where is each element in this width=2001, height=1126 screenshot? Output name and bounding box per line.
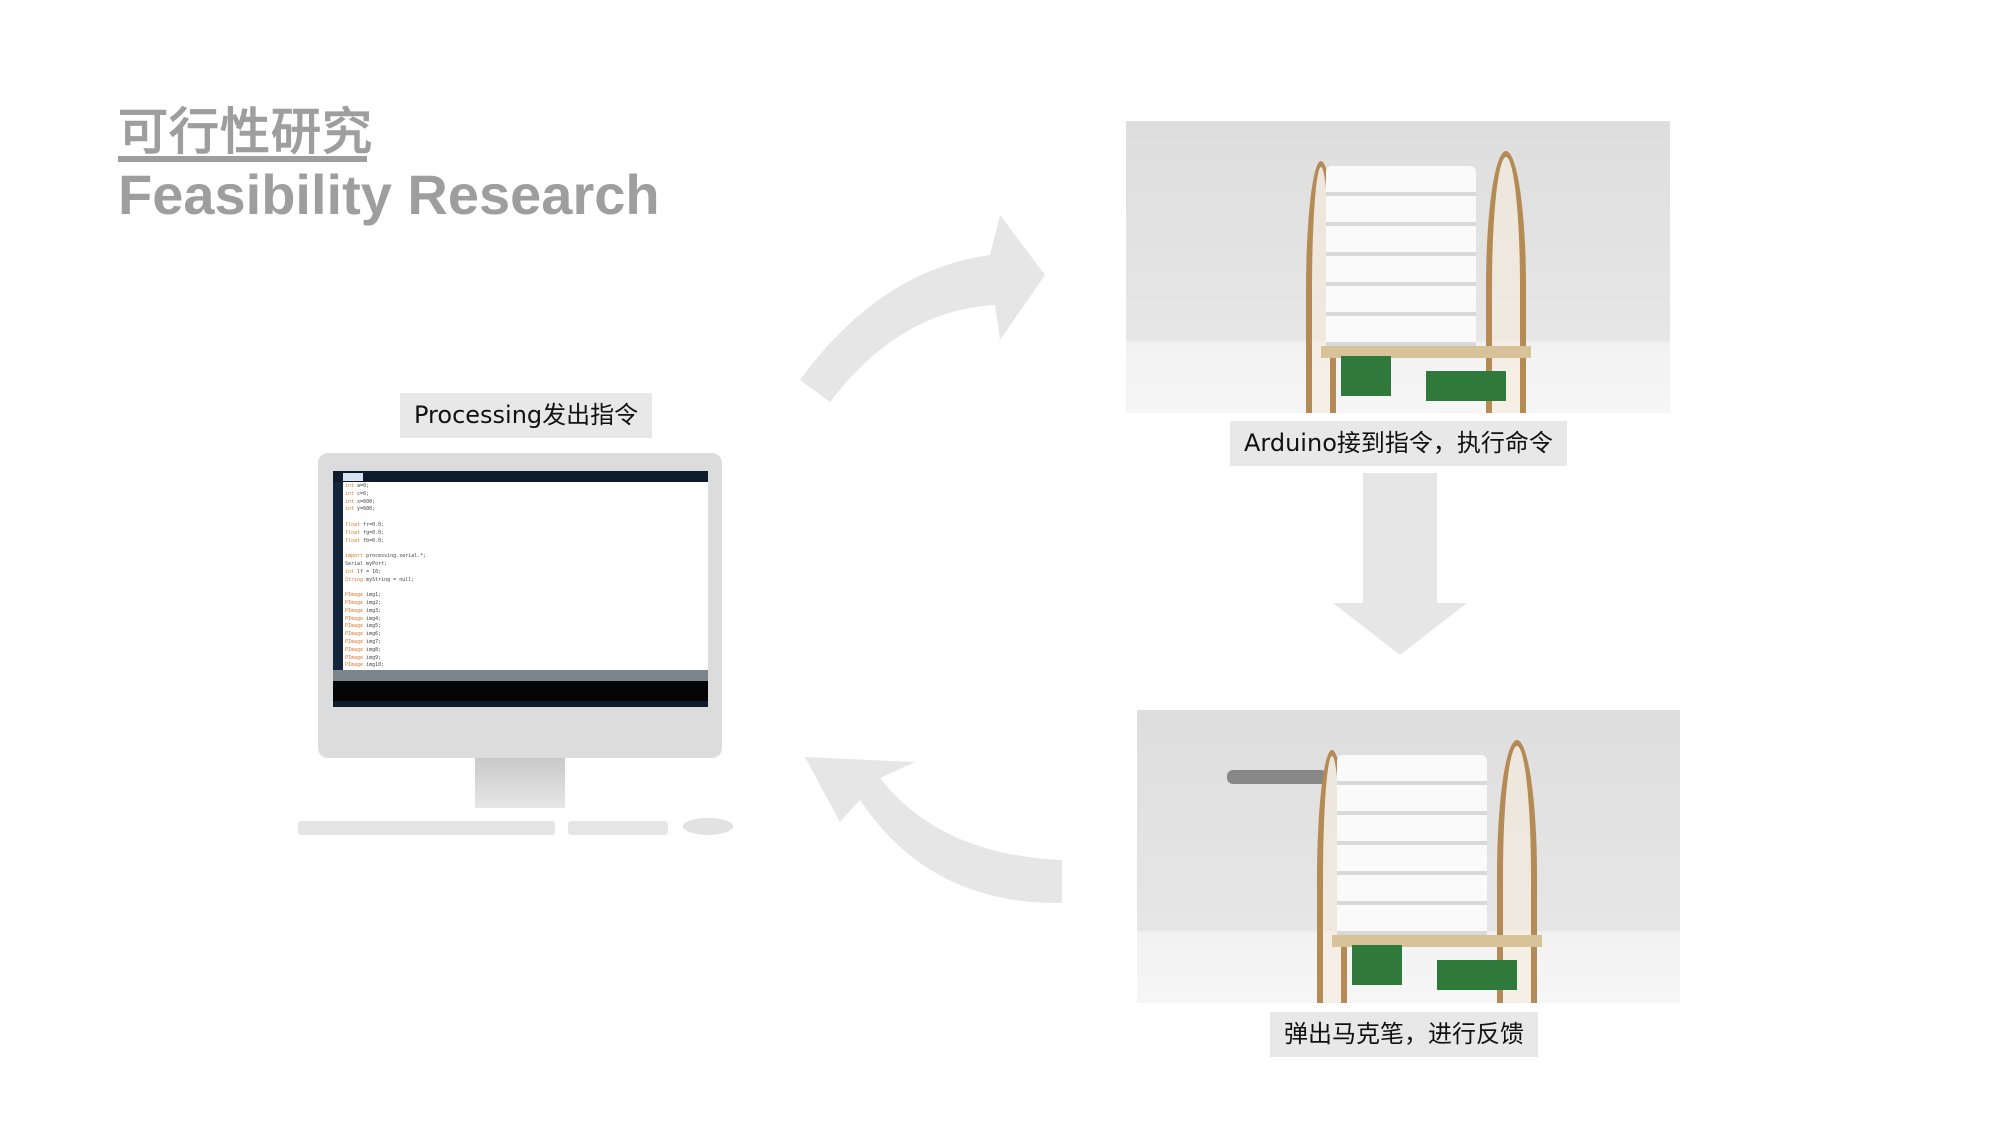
code-line: PImage img7; [345,639,708,647]
horizontal-scrollbar [333,670,708,681]
ejected-marker [1227,770,1327,784]
title-chinese: 可行性研究 [118,103,373,161]
code-keyword: PImage [345,607,364,614]
code-keyword: int [345,568,355,575]
code-text: img9; [366,654,382,661]
code-text: fb=0.0; [363,537,385,544]
processing-ide-screen: int a=0;int c=6;int x=600;int y=600; flo… [333,471,708,707]
code-text: c=6; [357,490,370,497]
code-line: int lf = 10; [345,569,708,577]
code-keyword: PImage [345,599,364,606]
code-keyword: PImage [345,615,364,622]
code-text: y=600; [357,506,376,513]
code-line: int c=6; [345,491,708,499]
code-text: img8; [366,646,382,653]
code-text: Serial myPort; [345,560,388,567]
monitor-stand [475,758,565,808]
code-line [345,545,708,553]
code-keyword: PImage [345,646,364,653]
code-line: int a=0; [345,483,708,491]
code-keyword: int [345,483,355,489]
code-line: PImage img8; [345,647,708,655]
code-line: float fg=0.0; [345,530,708,538]
code-keyword: int [345,498,355,505]
wooden-side-right [1486,151,1526,413]
code-line: PImage img2; [345,600,708,608]
code-line [345,584,708,592]
code-text: img7; [366,638,382,645]
code-text: img4; [366,615,382,622]
code-keyword: PImage [345,631,364,638]
code-keyword: String [345,576,364,583]
code-line: int y=600; [345,506,708,514]
photo-arduino-device [1126,121,1670,413]
circuit-board [1352,945,1402,985]
wooden-base [1332,935,1542,947]
code-keyword: PImage [345,662,364,669]
wooden-side-right [1497,740,1537,1003]
code-text: processing.serial.*; [366,553,427,560]
step-label-feedback: 弹出马克笔，进行反馈 [1270,1012,1538,1057]
line-gutter [333,482,343,670]
code-line: import processing.serial.*; [345,553,708,561]
code-keyword: int [345,490,355,497]
code-text: img2; [366,599,382,606]
trackpad [568,821,668,835]
circuit-board [1341,356,1391,396]
code-editor: int a=0;int c=6;int x=600;int y=600; flo… [343,482,708,670]
code-line: PImage img6; [345,631,708,639]
curved-arrow-up-right-icon [800,215,1045,402]
code-text: x=600; [357,498,376,505]
code-text: fg=0.0; [363,529,385,536]
code-line: PImage img10; [345,662,708,670]
step-label-arduino: Arduino接到指令，执行命令 [1230,421,1567,466]
code-keyword: float [345,521,361,528]
code-line [345,514,708,522]
code-line: float fb=0.0; [345,538,708,546]
arrow-down-icon [1333,473,1467,655]
code-line: PImage img9; [345,655,708,663]
code-keyword: int [345,506,355,513]
code-keyword: float [345,537,361,544]
editor-tab [343,473,363,481]
step-label-processing: Processing发出指令 [400,393,653,438]
code-keyword: PImage [345,623,364,630]
code-keyword: PImage [345,638,364,645]
code-text: lf = 10; [357,568,382,575]
code-line: float fr=0.0; [345,522,708,530]
code-text: img6; [366,631,382,638]
marker-drum [1337,755,1487,945]
code-line: PImage img4; [345,616,708,624]
keyboard [298,821,555,835]
code-text: fr=0.0; [363,521,385,528]
code-text: img1; [366,592,382,599]
code-keyword: PImage [345,592,364,599]
mouse [683,818,733,835]
code-line: PImage img3; [345,608,708,616]
code-text: img5; [366,623,382,630]
code-text: img3; [366,607,382,614]
code-keyword: import [345,553,364,560]
code-text: a=0; [357,483,370,489]
arduino-board [1426,371,1506,401]
code-text: myString = null; [366,576,415,583]
code-text: img10; [366,662,385,669]
code-line: PImage img5; [345,623,708,631]
title-underline [118,156,367,162]
code-line: Serial myPort; [345,561,708,569]
marker-drum [1326,166,1476,356]
wooden-base [1321,346,1531,358]
console-panel [333,681,708,701]
curved-arrow-left-icon [805,757,1062,904]
code-keyword: PImage [345,654,364,661]
code-line: String myString = null; [345,577,708,585]
arduino-board [1437,960,1517,990]
code-line: int x=600; [345,499,708,507]
photo-marker-ejected [1137,710,1680,1003]
title-english: Feasibility Research [118,163,660,226]
code-keyword: float [345,529,361,536]
code-line: PImage img1; [345,592,708,600]
